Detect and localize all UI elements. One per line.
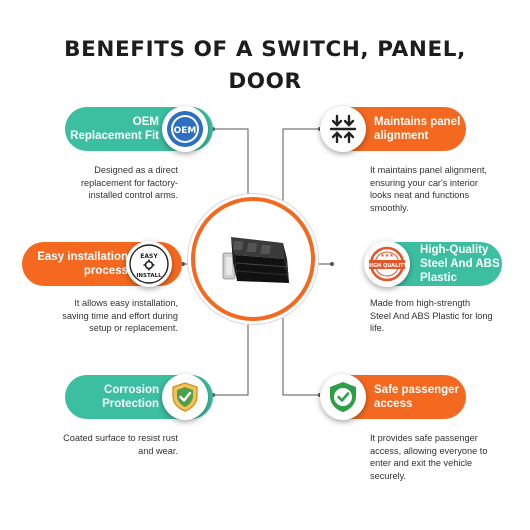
easy-install-top-text: EASY [140,253,158,260]
benefit-corrosion-description: Coated surface to resist rust and wear. [63,433,178,456]
benefit-oem-description: Designed as a direct replacement for fac… [80,165,178,201]
svg-text:OEM: OEM [174,126,197,136]
benefit-installation-description: It allows easy installation, saving time… [62,298,178,334]
svg-text:★★★: ★★★ [380,253,394,259]
oem-badge-icon: OEM [162,106,208,152]
door-switch-product-image [222,237,289,283]
green-shield-check-icon [320,374,366,420]
benefit-material-description: Made from high-strength Steel And ABS Pl… [370,298,493,334]
high-quality-stamp-icon: HIGH QUALITY ★★★ [364,241,410,287]
product-image-frame [191,197,315,321]
page-title: BENEFITS OF A SWITCH, PANEL, DOOR [64,37,466,94]
shield-check-icon [162,374,208,420]
high-quality-stamp-text: HIGH QUALITY [367,263,408,269]
benefit-alignment-description: It maintains panel alignment, ensuring y… [370,165,487,213]
alignment-arrows-icon [320,106,366,152]
easy-install-badge-icon: EASY INSTALL [126,241,172,287]
benefit-safe-access-description: It provides safe passenger access, allow… [370,433,488,481]
easy-install-bottom-text: INSTALL [136,273,162,279]
